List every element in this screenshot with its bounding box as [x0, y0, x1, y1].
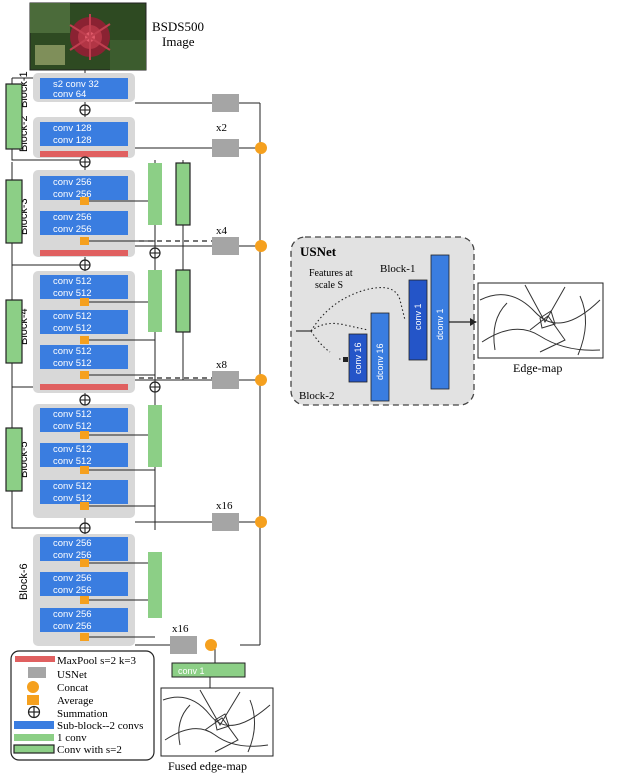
conv-label: conv 64 — [53, 89, 86, 100]
usnet-edge-map — [477, 282, 604, 359]
fused-caption: Fused edge-map — [168, 759, 247, 773]
scale-label: x16 — [172, 623, 189, 635]
average-node — [80, 559, 89, 567]
usnet-dconv16: dconv 16 — [375, 343, 385, 380]
legend-label: Sub-block--2 convs — [57, 720, 143, 732]
subblock — [40, 78, 128, 99]
subblock — [40, 572, 128, 596]
image-title: Image — [162, 34, 195, 49]
conv-label: conv 256 — [53, 585, 92, 596]
conv-label: conv 512 — [53, 276, 92, 287]
average-node — [80, 371, 89, 379]
legend-label: Summation — [57, 708, 108, 720]
scale-label: x8 — [216, 359, 228, 371]
legend-label: Average — [57, 695, 94, 707]
conv-label: conv 256 — [53, 189, 92, 200]
average-node — [80, 237, 89, 245]
scale-label: x4 — [216, 225, 228, 237]
concat-nodes — [205, 142, 267, 651]
conv-label: conv 512 — [53, 346, 92, 357]
usnet-features-1: Features at — [309, 268, 353, 279]
usnet-inset: USNet Features at scale S Block-1 Block-… — [290, 236, 477, 406]
subblock — [40, 122, 128, 146]
subblock — [40, 608, 128, 632]
scale-label: x2 — [216, 122, 227, 134]
side-one-convs — [148, 162, 191, 618]
usnet-block2: Block-2 — [299, 390, 334, 402]
conv-label: s2 conv 32 — [53, 79, 99, 90]
left-stride-convs — [5, 83, 23, 492]
legend-label: 1 conv — [57, 732, 87, 744]
conv-label: conv 256 — [53, 212, 92, 223]
maxpool — [40, 250, 128, 256]
usnet-conv1: conv 1 — [413, 303, 423, 330]
average-node — [80, 596, 89, 604]
legend-label: Conv with s=2 — [57, 744, 122, 756]
maxpool — [40, 384, 128, 390]
conv-label: conv 512 — [53, 358, 92, 369]
average-node — [80, 431, 89, 439]
fuse-conv-label: conv 1 — [178, 666, 205, 676]
legend-label: Concat — [57, 682, 88, 694]
conv-label: conv 256 — [53, 609, 92, 620]
average-node — [80, 336, 89, 344]
average-node — [80, 502, 89, 510]
average-node — [80, 197, 89, 205]
conv-label: conv 256 — [53, 550, 92, 561]
usnet-features-2: scale S — [315, 280, 343, 291]
maxpool — [40, 151, 128, 157]
usnet-dconv1: dconv 1 — [435, 308, 445, 340]
conv-label: conv 512 — [53, 311, 92, 322]
fuse-conv — [171, 662, 246, 678]
fused-edge-map — [160, 687, 274, 757]
conv-label: conv 128 — [53, 135, 92, 146]
dataset-title: BSDS500 — [152, 19, 204, 34]
conv-label: conv 512 — [53, 493, 92, 504]
conv-label: conv 512 — [53, 456, 92, 467]
usnet-block1: Block-1 — [380, 263, 415, 275]
conv-label: conv 512 — [53, 323, 92, 334]
conv-label: conv 128 — [53, 123, 92, 134]
average-node — [80, 466, 89, 474]
legend-label: USNet — [57, 669, 87, 681]
subblock — [40, 275, 128, 299]
usnet-edge-caption: Edge-map — [513, 361, 562, 375]
usnet-title: USNet — [300, 244, 337, 259]
summation-nodes — [79, 104, 161, 534]
subblock — [40, 310, 128, 334]
conv-label: conv 512 — [53, 481, 92, 492]
conv-label: conv 512 — [53, 409, 92, 420]
conv-label: conv 256 — [53, 177, 92, 188]
legend-label: MaxPool s=2 k=3 — [57, 655, 137, 667]
conv-label: conv 512 — [53, 421, 92, 432]
subblock — [40, 345, 128, 369]
conv-label: conv 256 — [53, 573, 92, 584]
conv-label: conv 512 — [53, 444, 92, 455]
usnet-boxes — [170, 94, 239, 654]
subblock — [40, 211, 128, 235]
usnet-conv16: conv 16 — [353, 342, 363, 374]
subblock — [40, 480, 128, 504]
conv-label: conv 256 — [53, 621, 92, 632]
subblock — [40, 443, 128, 467]
average-node — [80, 298, 89, 306]
scale-label: x16 — [216, 500, 233, 512]
conv-label: conv 256 — [53, 224, 92, 235]
legend: MaxPool s=2 k=3 USNet Concat Average Sum… — [10, 650, 155, 761]
conv-label: conv 512 — [53, 288, 92, 299]
subblock — [40, 176, 128, 200]
block-label: Block-6 — [18, 563, 30, 600]
subblock — [40, 537, 128, 561]
subblock — [40, 408, 128, 432]
conv-label: conv 256 — [53, 538, 92, 549]
input-image — [29, 2, 147, 71]
average-node — [80, 633, 89, 641]
